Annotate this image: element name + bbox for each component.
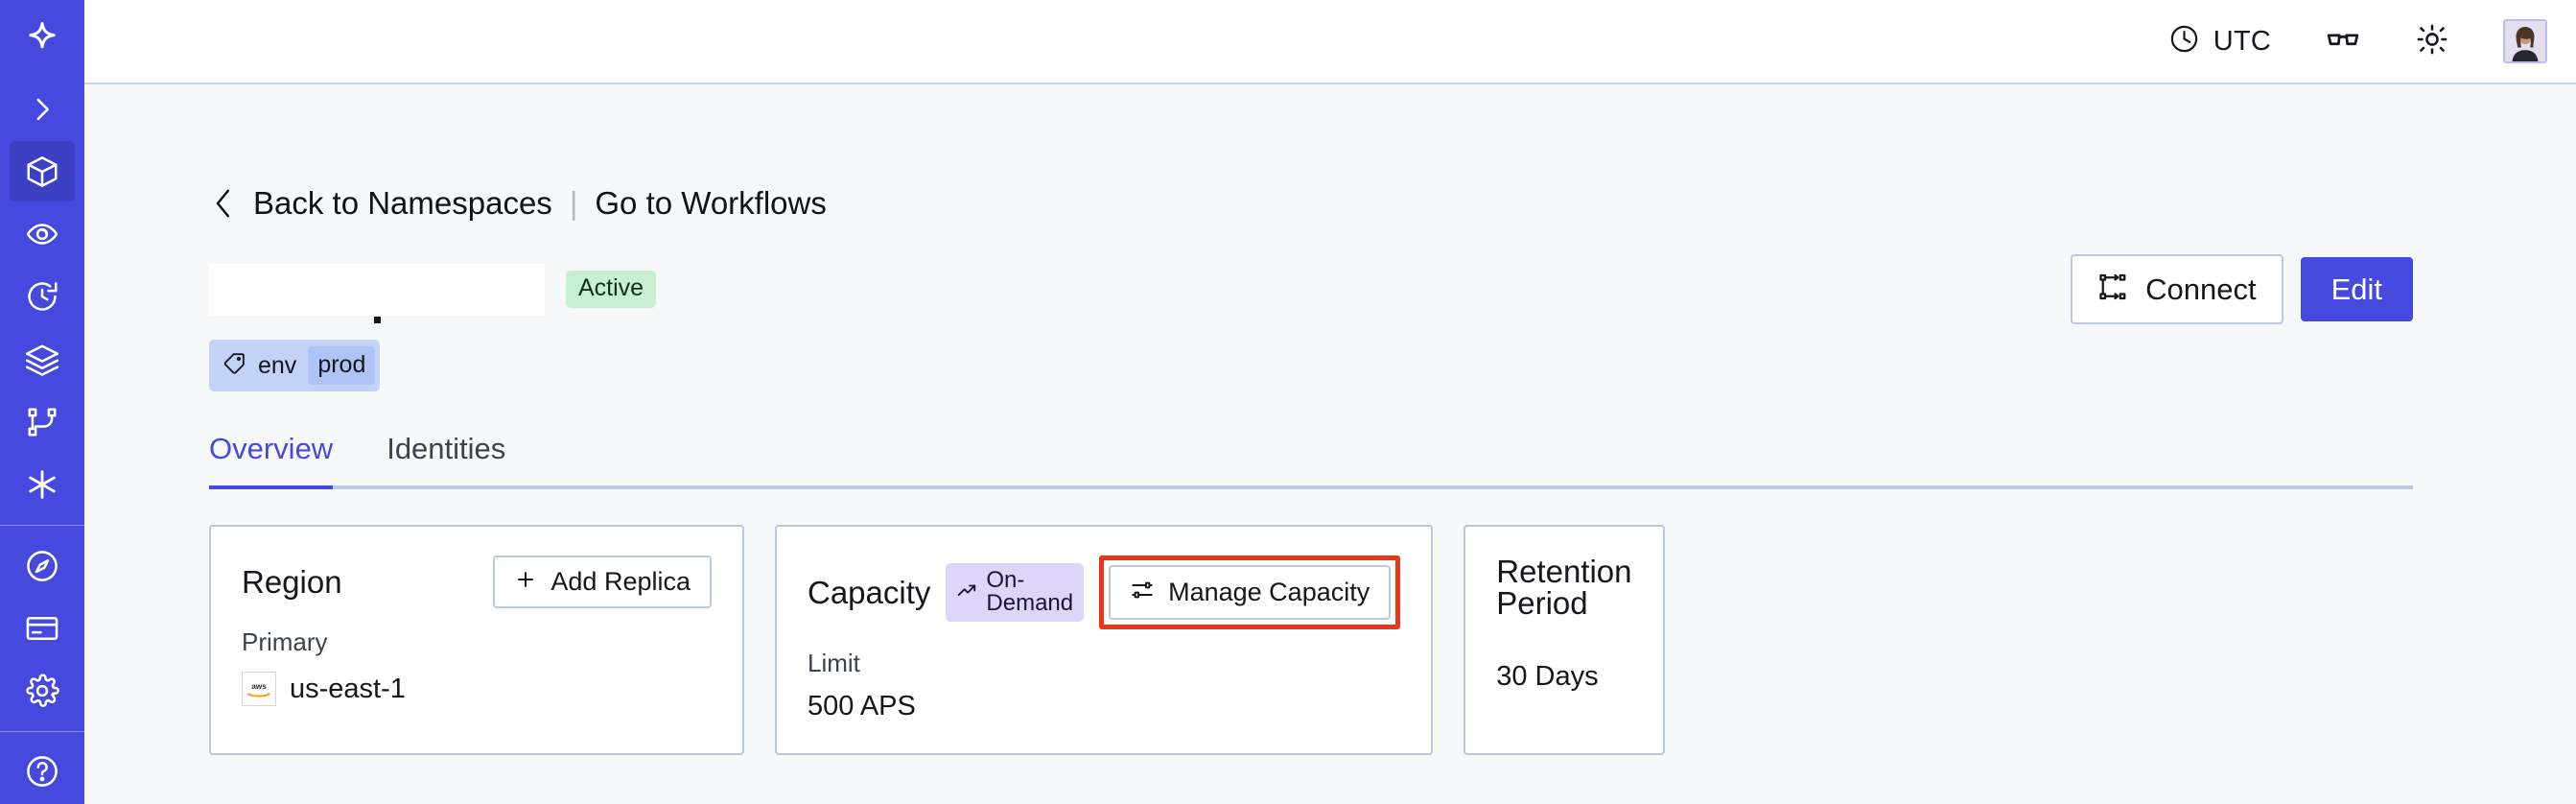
- namespace-title-left: Active: [209, 263, 2071, 323]
- cube-icon: [24, 154, 60, 190]
- tag-value: prod: [308, 346, 376, 385]
- plus-icon: [514, 568, 537, 596]
- retention-card-title: Retention Period: [1496, 554, 1632, 621]
- region-card-header: Region Add Replica: [242, 556, 712, 608]
- namespace-title-row: Active Conn: [209, 254, 2413, 324]
- on-demand-badge: On-Demand: [946, 563, 1085, 622]
- primary-sidebar: [0, 0, 84, 804]
- workflow-branch-icon: [25, 405, 59, 439]
- tab-bar: Overview Identities: [209, 432, 2413, 489]
- tab-overview[interactable]: Overview: [209, 432, 362, 489]
- manage-capacity-label: Manage Capacity: [1168, 578, 1370, 606]
- credit-card-icon: [24, 610, 60, 647]
- breadcrumb: Back to Namespaces | Go to Workflows: [209, 84, 2413, 222]
- on-demand-badge-label: On-Demand: [986, 567, 1074, 616]
- region-card-title-group: Region: [242, 566, 342, 598]
- app-logo[interactable]: [0, 0, 84, 79]
- retention-value: 30 Days: [1496, 661, 1599, 692]
- connect-flow-icon: [2097, 272, 2128, 307]
- capacity-card-header: Capacity On-Demand: [808, 556, 1401, 629]
- namespace-name-redacted: [209, 263, 545, 323]
- temporal-star-logo-icon: [22, 19, 62, 59]
- layers-icon: [24, 342, 60, 378]
- manage-capacity-button[interactable]: Manage Capacity: [1109, 565, 1392, 620]
- content-area: Back to Namespaces | Go to Workflows Act…: [84, 84, 2576, 804]
- usage-gauge-icon: [24, 548, 60, 584]
- sun-icon: [2415, 22, 2449, 61]
- breadcrumb-workflows-link[interactable]: Go to Workflows: [595, 185, 827, 221]
- edit-button[interactable]: Edit: [2300, 257, 2413, 321]
- capacity-card-title: Capacity: [808, 575, 931, 610]
- region-card-title: Region: [242, 564, 342, 600]
- sidebar-item-usage[interactable]: [10, 535, 75, 596]
- overview-cards: Region Add Replica Primary: [209, 525, 2413, 755]
- tab-identities[interactable]: Identities: [386, 432, 506, 465]
- retention-card-header: Retention Period: [1496, 556, 1631, 619]
- sidebar-item-expand-sidebar[interactable]: [10, 79, 75, 139]
- region-sublabel: Primary: [242, 627, 328, 656]
- top-bar-actions: UTC: [2168, 19, 2547, 63]
- main-area: UTC: [84, 0, 2576, 804]
- capacity-card: Capacity On-Demand: [775, 525, 1434, 755]
- status-badge: Active: [566, 271, 657, 308]
- svg-text:aws: aws: [251, 682, 267, 691]
- glasses-icon: [2325, 21, 2361, 62]
- tag-chip-env[interactable]: env prod: [209, 340, 381, 391]
- capacity-card-title-group: Capacity On-Demand: [808, 563, 1085, 622]
- timezone-selector[interactable]: UTC: [2168, 23, 2271, 59]
- trending-up-icon: [956, 579, 977, 605]
- sidebar-item-settings[interactable]: [10, 660, 75, 721]
- add-replica-button[interactable]: Add Replica: [493, 556, 712, 608]
- sidebar-item-namespaces[interactable]: [10, 141, 75, 202]
- sidebar-item-workflows[interactable]: [10, 391, 75, 452]
- retention-card: Retention Period 30 Days: [1464, 525, 1665, 755]
- sidebar-divider-2: [0, 730, 84, 732]
- connect-button[interactable]: Connect: [2071, 254, 2283, 324]
- sidebar-item-billing[interactable]: [10, 598, 75, 658]
- tag-icon: [222, 351, 246, 381]
- avatar[interactable]: [2503, 19, 2547, 63]
- sidebar-item-nexus[interactable]: [10, 455, 75, 515]
- region-value: us-east-1: [290, 673, 406, 704]
- tag-key: env: [258, 351, 297, 379]
- sidebar-item-observability[interactable]: [10, 203, 75, 264]
- theme-toggle-button[interactable]: [2415, 22, 2449, 61]
- asterisk-icon: [23, 465, 61, 504]
- eye-icon: [24, 216, 60, 252]
- clock-icon: [2168, 23, 2200, 59]
- breadcrumb-back-link[interactable]: Back to Namespaces: [253, 185, 552, 221]
- chevron-right-icon: [26, 93, 59, 126]
- aws-logo-icon: aws: [242, 672, 276, 706]
- add-replica-label: Add Replica: [550, 567, 691, 596]
- sidebar-item-help[interactable]: [10, 742, 75, 802]
- top-bar: UTC: [84, 0, 2576, 84]
- region-value-row: aws us-east-1: [242, 672, 712, 706]
- data-converter-button[interactable]: [2325, 21, 2361, 62]
- namespace-actions: Connect Edit: [2071, 254, 2413, 324]
- region-card: Region Add Replica Primary: [209, 525, 744, 755]
- chevron-left-icon[interactable]: [209, 186, 238, 221]
- sidebar-divider-1: [0, 524, 84, 526]
- sidebar-item-batch-operations[interactable]: [10, 329, 75, 390]
- sidebar-item-schedules[interactable]: [10, 267, 75, 327]
- capacity-sublabel: Limit: [808, 649, 860, 677]
- edit-button-label: Edit: [2330, 272, 2382, 306]
- gear-icon: [24, 673, 60, 709]
- namespace-tags: env prod: [209, 340, 2413, 391]
- timezone-label: UTC: [2213, 25, 2271, 57]
- connect-button-label: Connect: [2145, 272, 2257, 306]
- help-circle-icon: [24, 753, 60, 790]
- history-clock-icon: [24, 278, 60, 315]
- capacity-value: 500 APS: [808, 691, 916, 721]
- manage-capacity-highlight: Manage Capacity: [1099, 556, 1401, 629]
- breadcrumb-separator: |: [569, 185, 578, 221]
- sliders-icon: [1130, 578, 1155, 607]
